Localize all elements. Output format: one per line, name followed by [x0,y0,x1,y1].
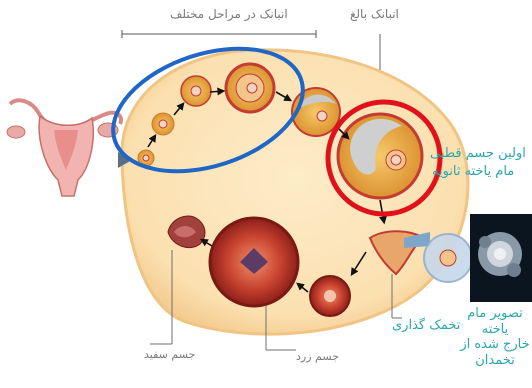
follicle-stage-3 [181,76,211,106]
corpus-albicans-label: جسم سفید [144,348,195,361]
oocyte-photo-caption: تصویر مام یاخته خارج شده از تخمدان [458,306,532,368]
oocyte-photo [470,214,532,302]
top-bracket [122,30,316,38]
corpus-luteum-label: جسم زرد [296,350,339,363]
ovulation-label: تخمک گذاری [392,318,460,334]
follicle-antral [292,88,340,136]
released-oocyte [424,234,472,282]
corpus-luteum [210,218,298,306]
corpus-luteum-early [310,276,350,316]
first-polar-body-label: اولین جسم قطبی [430,146,526,162]
mature-follicle-label: انبانک بالغ [350,7,399,21]
oocyte-photo-caption-line-1: تصویر مام یاخته [458,306,532,337]
mature-follicle [338,114,422,198]
follicle-stage-2 [152,113,174,135]
follicle-stage-4 [226,64,274,112]
uterus-illustration [7,100,132,196]
ovary-body [122,50,468,334]
secondary-oocyte-label: مام یاخته ثانویه [432,164,514,180]
developing-follicles-label: انبانک در مراحل مختلف [170,7,288,21]
oocyte-photo-caption-line-2: خارج شده از [458,337,532,353]
oocyte-photo-caption-line-3: تخمدان [458,353,532,369]
